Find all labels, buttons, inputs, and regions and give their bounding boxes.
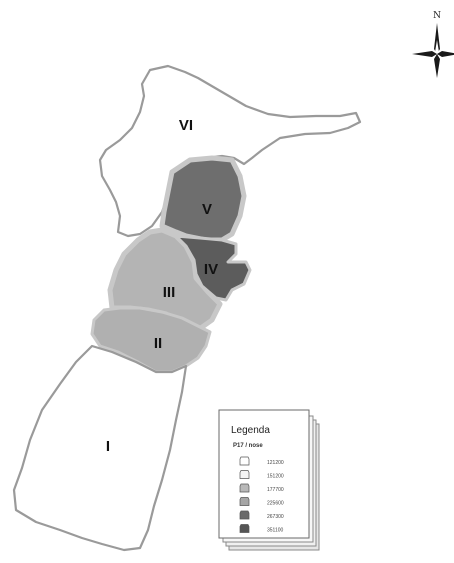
compass-highlight <box>435 40 439 54</box>
legend-title: Legenda <box>231 425 270 436</box>
region-ii-area <box>90 306 212 374</box>
legend-value-1: 151200 <box>267 474 284 480</box>
region-label-v: V <box>202 201 212 218</box>
region-label-i: I <box>106 438 110 455</box>
legend-value-0: 121200 <box>267 460 284 466</box>
legend-box: Legenda P17 / nose 121200 151200 177700 225… <box>218 409 320 551</box>
region-label-iv: IV <box>204 261 218 278</box>
legend-swatch-4 <box>239 510 250 520</box>
legend-subtitle: P17 / nose <box>233 443 263 449</box>
region-v-area <box>159 155 247 243</box>
legend-value-2: 177700 <box>267 487 284 493</box>
legend-swatch-0 <box>239 456 250 466</box>
legend-swatch-2 <box>239 483 250 493</box>
compass-south-point <box>434 54 440 78</box>
legend-items: 121200 151200 177700 225600 267300 351100 <box>239 456 284 534</box>
region-i-area <box>12 344 188 552</box>
region-label-iii: III <box>163 284 176 301</box>
region-vi-area <box>98 64 362 238</box>
compass-north-point <box>434 23 440 54</box>
legend-swatch-3 <box>239 497 250 506</box>
legend-value-5: 351100 <box>267 528 284 534</box>
north-label: N <box>433 11 441 21</box>
compass-east-point <box>437 51 454 57</box>
legend-swatch-1 <box>239 470 250 479</box>
region-label-ii: II <box>154 335 162 352</box>
legend-panel <box>218 409 310 539</box>
region-iv-area <box>174 234 252 302</box>
legend-value-3: 225600 <box>267 501 284 507</box>
legend-value-4: 267300 <box>267 514 284 520</box>
compass-rose-icon: N <box>412 11 454 78</box>
compass-west-point <box>412 51 437 57</box>
region-label-vi: VI <box>179 117 193 134</box>
legend-swatch-5 <box>239 524 250 533</box>
